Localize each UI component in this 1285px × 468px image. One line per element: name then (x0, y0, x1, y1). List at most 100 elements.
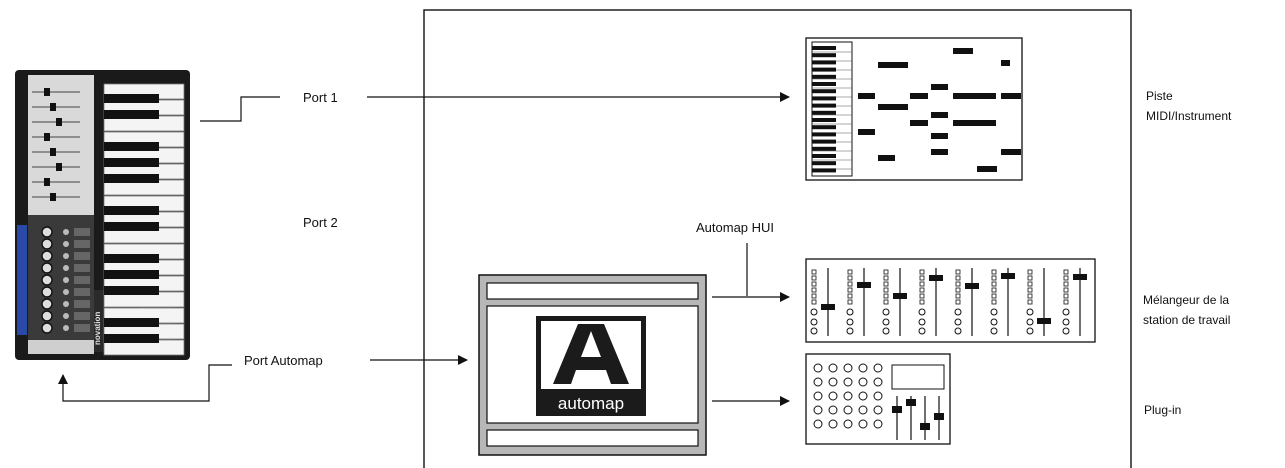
fader-cap (821, 304, 835, 310)
piano-keys (103, 83, 185, 356)
midi-note (878, 62, 908, 68)
plugin-knob (813, 419, 823, 429)
roll-black-key (812, 146, 836, 151)
meter-led (919, 299, 925, 305)
strip-button (1062, 327, 1070, 335)
meter-led (955, 287, 961, 293)
black-key (104, 158, 159, 167)
midi-note (1001, 93, 1021, 99)
plugin-knob (828, 363, 838, 373)
plugin-panel (805, 353, 951, 445)
strip-button (810, 318, 818, 326)
meter-led (919, 275, 925, 281)
strip-button (954, 318, 962, 326)
midi-track-label-line2: MIDI/Instrument (1146, 109, 1232, 123)
midi-note (953, 120, 996, 126)
knob (41, 250, 53, 262)
strip-button (954, 308, 962, 316)
meter-led (991, 281, 997, 287)
meter-led (811, 269, 817, 275)
meter-led (1063, 293, 1069, 299)
midi-note (878, 104, 908, 110)
roll-black-key (812, 89, 836, 94)
plugin-knob (843, 391, 853, 401)
meter-led (919, 287, 925, 293)
slider-cap (56, 163, 62, 171)
knob (41, 274, 53, 286)
fader-cap (1073, 274, 1087, 280)
meter-led (883, 281, 889, 287)
knob (41, 322, 53, 334)
automap-hui-label: Automap HUI (696, 220, 774, 235)
midi-note (910, 120, 928, 126)
black-key (104, 174, 159, 183)
automap-port-label: Port Automap (244, 353, 323, 368)
midi-note (1001, 149, 1021, 155)
knob (41, 226, 53, 238)
pad (74, 252, 90, 260)
roll-black-key (812, 103, 836, 108)
pad (74, 312, 90, 320)
meter-led (811, 287, 817, 293)
fader-cap (857, 282, 871, 288)
roll-black-key (812, 168, 836, 173)
plugin-knob (843, 419, 853, 429)
plugin-label: Plug-in (1144, 403, 1181, 417)
plugin-knob (813, 363, 823, 373)
black-key (104, 334, 159, 343)
strip-button (810, 308, 818, 316)
meter-led (919, 269, 925, 275)
strip-button (918, 308, 926, 316)
roll-black-key (812, 60, 836, 65)
plugin-knob (858, 363, 868, 373)
meter-led (847, 281, 853, 287)
mixer-label-line1: Mélangeur de la (1143, 293, 1229, 307)
black-key (104, 254, 159, 263)
mixer-panel (805, 258, 1096, 343)
plugin-knob (873, 419, 883, 429)
strip-button (954, 327, 962, 335)
plugin-knob (813, 405, 823, 415)
meter-led (1063, 275, 1069, 281)
logo-text: automap (558, 394, 624, 413)
slider-cap (44, 133, 50, 141)
plugin-knob (828, 419, 838, 429)
slider-cap (50, 193, 56, 201)
meter-led (1063, 281, 1069, 287)
plugin-knob (873, 377, 883, 387)
fader-cap (1037, 318, 1051, 324)
plugin-knob (873, 405, 883, 415)
meter-led (955, 275, 961, 281)
plugin-knob (858, 391, 868, 401)
strip-button (846, 327, 854, 335)
strip-button (918, 318, 926, 326)
midi-note (931, 84, 948, 90)
plugin-fader-cap (920, 423, 930, 430)
plugin-knob (858, 405, 868, 415)
strip-button (882, 327, 890, 335)
midi-note (910, 93, 928, 99)
roll-black-key (812, 67, 836, 72)
fader-cap (929, 275, 943, 281)
black-key (104, 286, 159, 295)
strip-button (882, 318, 890, 326)
knob (41, 262, 53, 274)
midi-piano-roll (805, 37, 1023, 181)
meter-led (1027, 287, 1033, 293)
button (63, 229, 69, 235)
meter-led (955, 299, 961, 305)
roll-black-key (812, 82, 836, 86)
pad (74, 264, 90, 272)
roll-black-key (812, 118, 836, 122)
button (63, 325, 69, 331)
midi-note (931, 133, 948, 139)
pad (74, 276, 90, 284)
plugin-knob (858, 377, 868, 387)
port2-label: Port 2 (303, 215, 338, 230)
meter-led (847, 275, 853, 281)
knob (41, 310, 53, 322)
strip-button (810, 327, 818, 335)
fader-cap (965, 283, 979, 289)
port1-label: Port 1 (303, 90, 338, 105)
strip-button (846, 308, 854, 316)
